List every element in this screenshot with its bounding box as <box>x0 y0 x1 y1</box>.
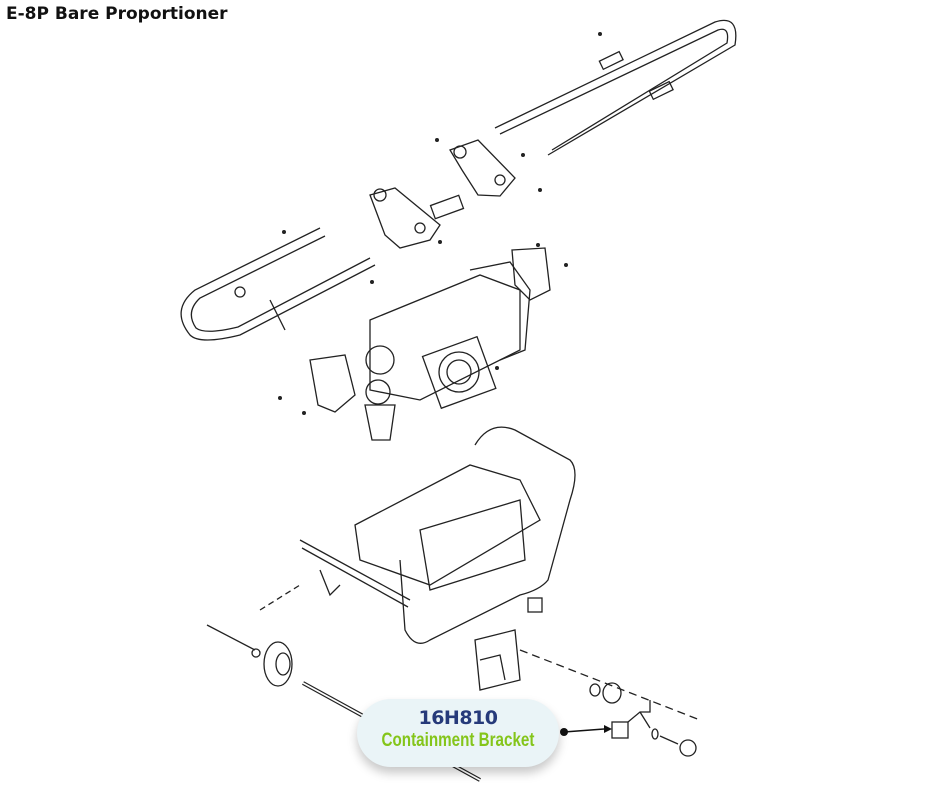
part-name: Containment Bracket <box>381 730 535 751</box>
part-number: 16H810 <box>418 707 498 729</box>
handle-brackets <box>369 139 516 249</box>
pump-assembly <box>309 247 551 441</box>
part-callout-bubble: 16H810 Containment Bracket <box>357 699 559 767</box>
left-handle <box>180 227 376 341</box>
callout-arrow <box>560 725 612 736</box>
upper-handle <box>494 19 737 156</box>
cart-frame <box>299 426 576 644</box>
containment-bracket-parts <box>474 629 701 757</box>
page-title: E-8P Bare Proportioner <box>6 4 228 24</box>
fastener-dots <box>278 32 602 415</box>
